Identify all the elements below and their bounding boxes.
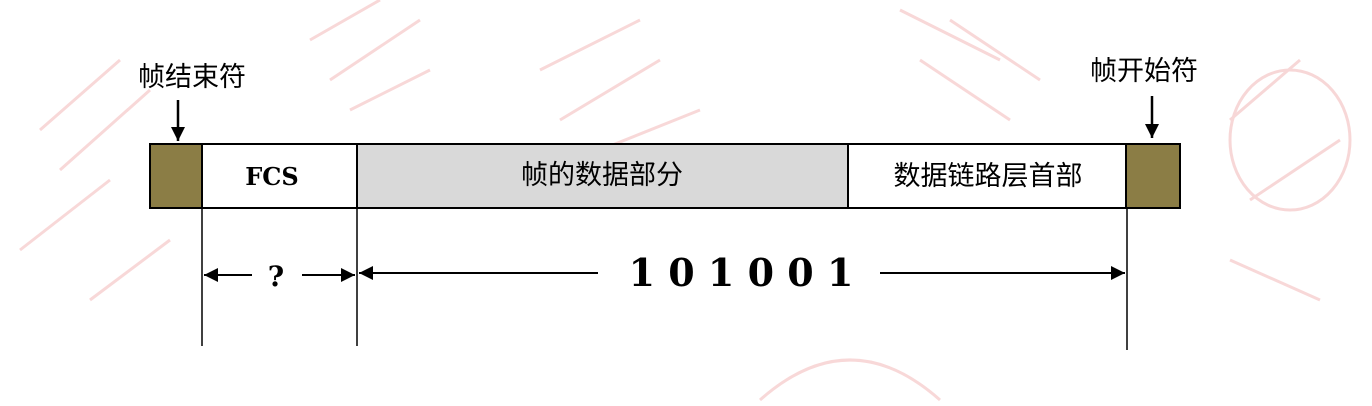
data-part-label: 帧的数据部分 [521,160,683,191]
data-part-box [356,143,849,209]
fcs-bits-label: ? [268,260,284,293]
end-flag-box [149,143,203,209]
watermark [19,0,1352,402]
start-flag-label: 帧开始符 [1090,56,1198,87]
header-box [847,143,1127,209]
end-flag-label: 帧结束符 [138,62,246,93]
header-label: 数据链路层首部 [894,161,1083,192]
fcs-label: FCS [245,162,298,191]
fcs-box [201,143,358,209]
divisor-label: 1 0 1 0 0 1 [629,250,854,295]
start-flag-box [1125,143,1181,209]
